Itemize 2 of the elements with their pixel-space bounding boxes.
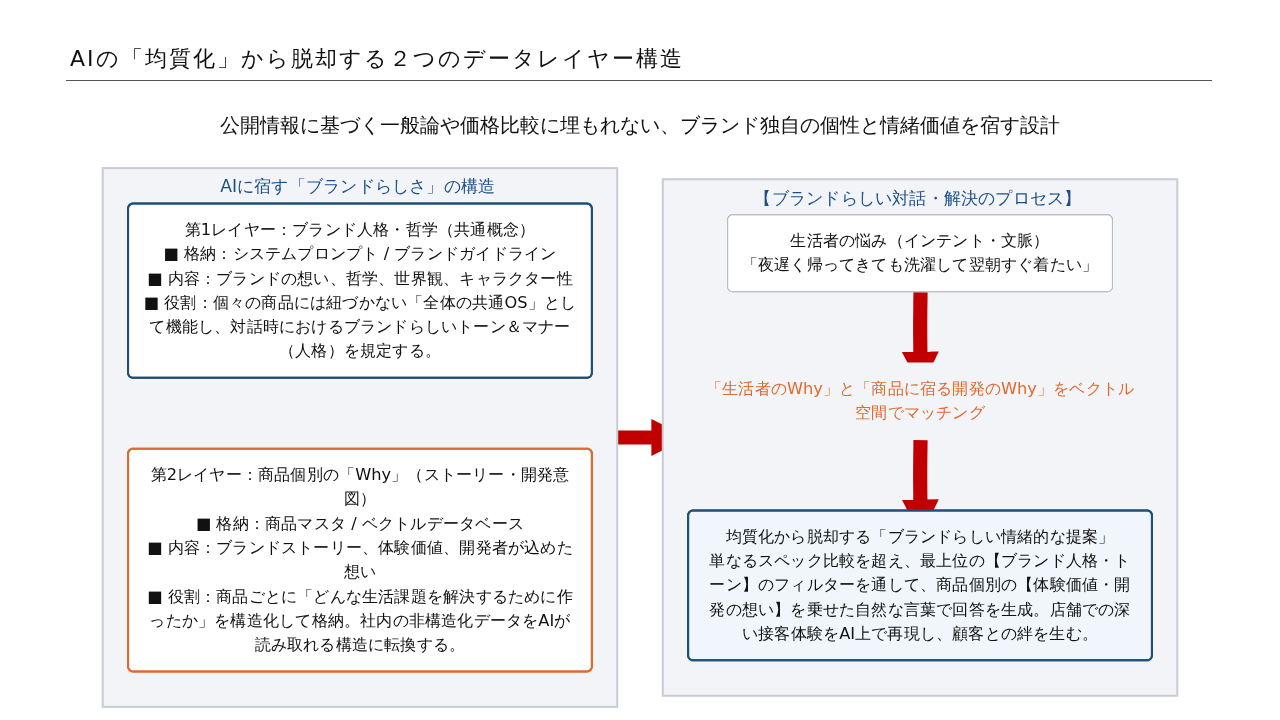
subtitle-text: 公開情報に基づく一般論や価格比較に埋もれない、ブランド独自の個性と情緒価値を宿す設計 xyxy=(220,113,1060,137)
slide-title: AIの「均質化」から脱却する２つのデータレイヤー構造 xyxy=(70,45,684,73)
